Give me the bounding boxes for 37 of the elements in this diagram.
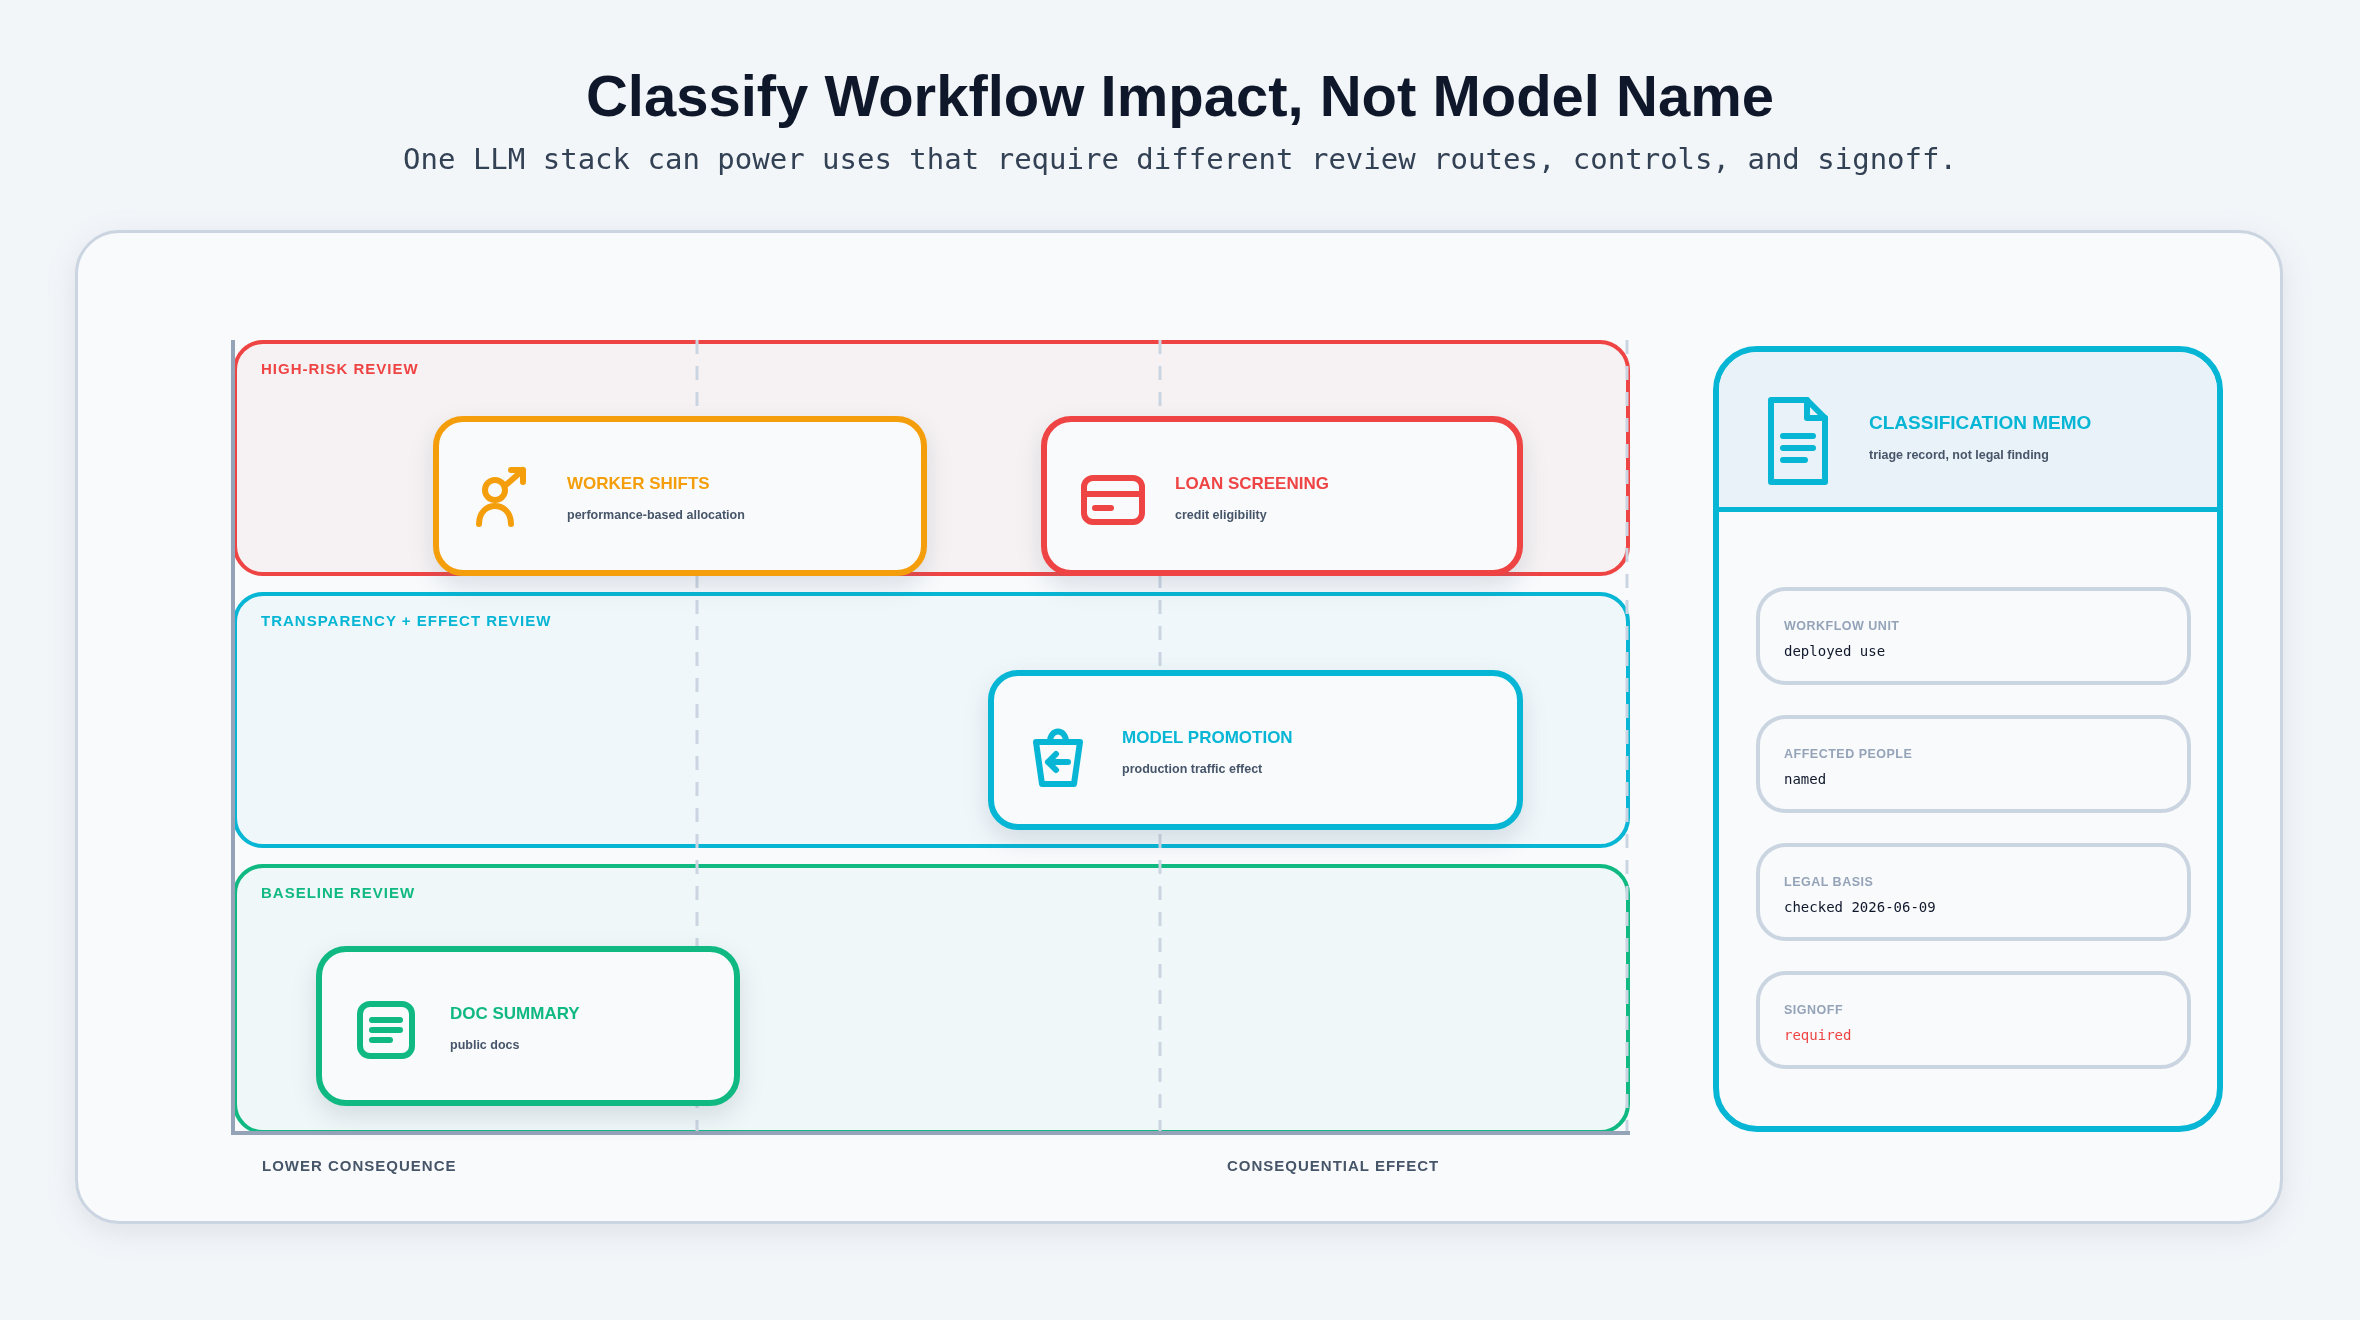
review-band bbox=[233, 864, 1630, 1134]
card-title: DOC SUMMARY bbox=[450, 1004, 580, 1024]
band-title: TRANSPARENCY + EFFECT REVIEW bbox=[261, 612, 552, 629]
card-title: LOAN SCREENING bbox=[1175, 474, 1329, 494]
field-value: deployed use bbox=[1784, 643, 1886, 659]
card-subtitle: performance-based allocation bbox=[567, 508, 745, 522]
workflow-card bbox=[1041, 416, 1523, 576]
axis-label: LOWER CONSEQUENCE bbox=[262, 1157, 457, 1174]
memo-title: CLASSIFICATION MEMO bbox=[1869, 412, 2092, 434]
band-title: BASELINE REVIEW bbox=[261, 884, 416, 901]
memo-subtitle: triage record, not legal finding bbox=[1869, 448, 2049, 462]
review-band bbox=[233, 340, 1630, 576]
review-band bbox=[233, 592, 1630, 848]
field-value: checked 2026-06-09 bbox=[1784, 899, 1936, 915]
field-label: AFFECTED PEOPLE bbox=[1784, 747, 1913, 761]
field-value: named bbox=[1784, 771, 1827, 787]
card-subtitle: production traffic effect bbox=[1122, 762, 1263, 776]
memo-field bbox=[1756, 587, 2191, 685]
workflow-card bbox=[988, 670, 1523, 830]
memo-field bbox=[1756, 715, 2191, 813]
card-subtitle: credit eligibility bbox=[1175, 508, 1267, 522]
workflow-card bbox=[316, 946, 740, 1106]
card-title: MODEL PROMOTION bbox=[1122, 728, 1293, 748]
axis-label: CONSEQUENTIAL EFFECT bbox=[1227, 1157, 1440, 1174]
card-title: WORKER SHIFTS bbox=[567, 474, 710, 494]
field-label: SIGNOFF bbox=[1784, 1003, 1844, 1017]
field-label: WORKFLOW UNIT bbox=[1784, 619, 1900, 633]
memo-field bbox=[1756, 843, 2191, 941]
memo-field bbox=[1756, 971, 2191, 1069]
band-title: HIGH-RISK REVIEW bbox=[261, 360, 419, 377]
subtitle: One LLM stack can power uses that require different review routes, controls, and signoff. bbox=[402, 142, 1958, 176]
memo-card bbox=[1713, 346, 2223, 1132]
field-label: LEGAL BASIS bbox=[1784, 875, 1874, 889]
card-subtitle: public docs bbox=[450, 1038, 520, 1052]
workflow-card bbox=[433, 416, 927, 576]
field-value: required bbox=[1784, 1027, 1852, 1043]
title: Classify Workflow Impact, Not Model Name bbox=[584, 62, 1776, 129]
